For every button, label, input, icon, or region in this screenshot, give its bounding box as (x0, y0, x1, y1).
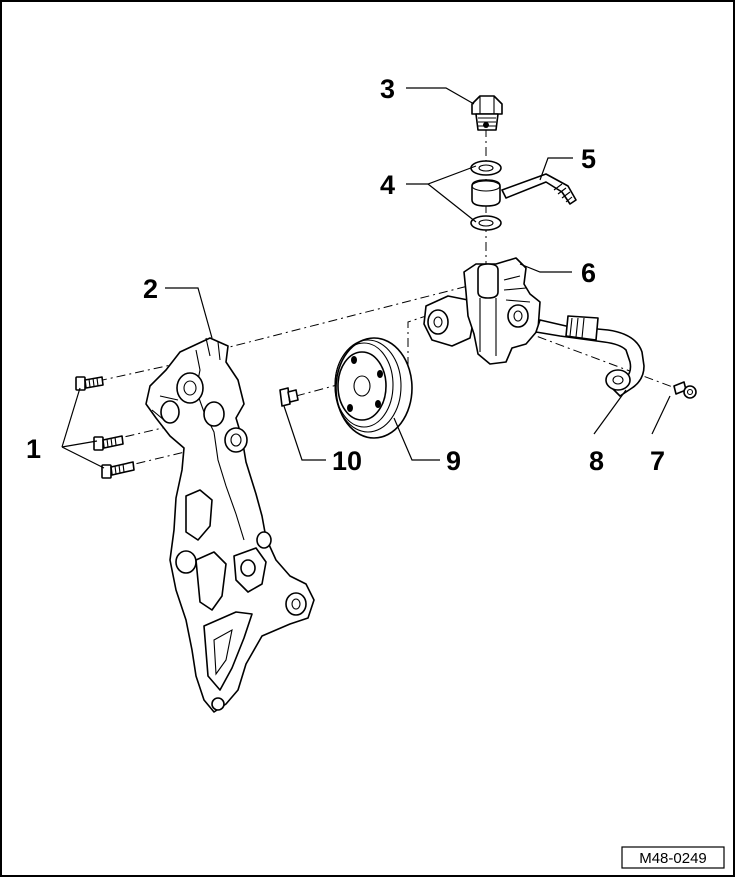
leader-2 (165, 287, 213, 339)
callout-9: 9 (446, 446, 461, 476)
leader-1b (61, 440, 98, 448)
part-banjo-bolt (471, 95, 503, 131)
leader-6 (519, 263, 572, 273)
axis-bracket-upper (217, 285, 469, 351)
part-pressure-line (471, 173, 577, 207)
callout-3: 3 (380, 74, 395, 104)
leader-10 (283, 405, 326, 461)
callout-1: 1 (26, 434, 41, 464)
callout-4: 4 (380, 170, 395, 200)
bolt-upper (75, 376, 104, 391)
leader-1c (61, 446, 105, 469)
leader-8 (593, 389, 627, 435)
callout-2: 2 (143, 274, 158, 304)
part-suction-hose (535, 315, 645, 397)
callout-10: 10 (332, 446, 362, 476)
leader-lines (61, 87, 671, 469)
figure-reference: M48-0249 (621, 846, 725, 869)
figure-reference-text: M48-0249 (639, 850, 707, 867)
part-bracket (145, 337, 315, 713)
leader-7 (651, 395, 671, 435)
figure-reference-box (621, 846, 725, 869)
callout-labels: 1 2 3 4 5 6 7 8 9 10 (26, 74, 665, 476)
bolt-lower (101, 461, 135, 479)
leader-9 (393, 417, 440, 461)
part-pump (423, 257, 541, 365)
callout-8: 8 (589, 446, 604, 476)
leader-4a (406, 165, 477, 185)
leader-5 (539, 157, 573, 181)
leader-1a (61, 387, 81, 448)
callout-6: 6 (581, 258, 596, 288)
part-pulley-bolt (279, 387, 299, 407)
callout-5: 5 (581, 144, 596, 174)
part-pulley (334, 337, 413, 439)
axis-pulley-hub (407, 313, 433, 366)
part-seals (470, 160, 502, 231)
axis-hose-bolt (519, 329, 687, 393)
part-hose-bolt (673, 381, 697, 399)
leader-3 (406, 87, 475, 105)
part-bolts (75, 376, 135, 479)
bolt-middle (93, 435, 124, 451)
callout-7: 7 (650, 446, 665, 476)
axis-bolt-upper (97, 362, 181, 382)
leader-4b (427, 183, 477, 223)
